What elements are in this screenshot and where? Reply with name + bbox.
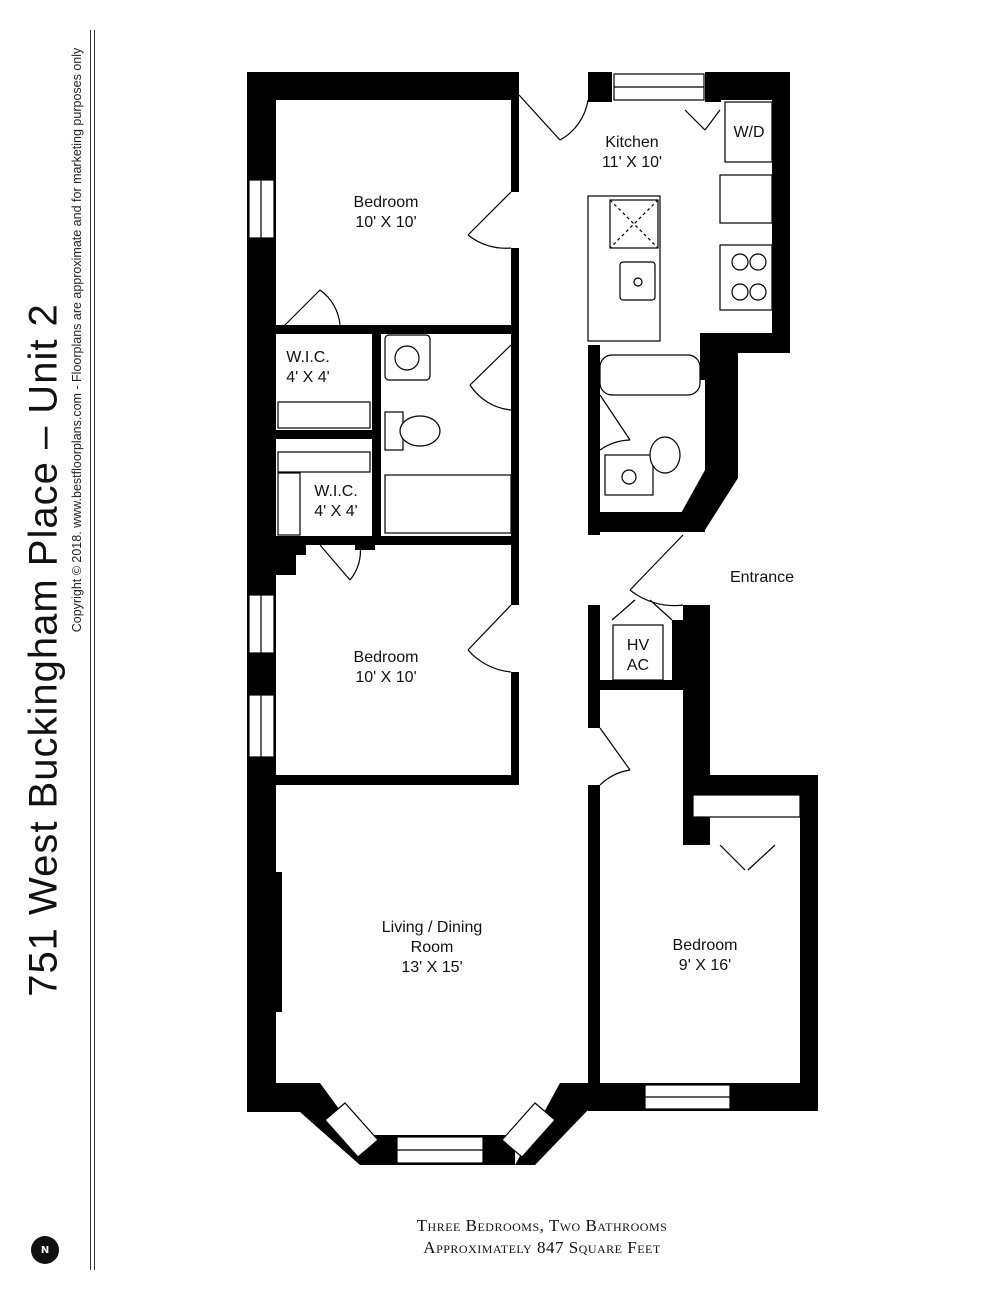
wd-label: W/D <box>733 124 765 141</box>
summary-line-2: Approximately 847 Square Feet <box>423 1238 661 1257</box>
title-rule <box>90 30 91 1270</box>
entrance-label: Entrance <box>729 569 795 586</box>
wic-1-label: W.I.C.4' X 4' <box>286 349 330 386</box>
interior-walls <box>276 72 710 1085</box>
bathtub <box>599 354 701 396</box>
fridge <box>719 174 773 224</box>
windows <box>248 73 731 1164</box>
toilet-1 <box>399 415 441 447</box>
stove <box>719 244 773 311</box>
wic-2-label: W.I.C.4' X 4' <box>314 483 358 520</box>
closet-shelf-1 <box>277 401 371 429</box>
title-rule-inner <box>94 30 95 1270</box>
north-compass-icon: N <box>31 1236 59 1264</box>
doors <box>284 94 776 871</box>
toilet-2 <box>649 436 681 474</box>
washer-dryer <box>724 101 773 163</box>
summary-line-1: Three Bedrooms, Two Bathrooms <box>416 1216 668 1235</box>
hvac-unit <box>612 624 664 681</box>
closet-shelf-3 <box>692 794 801 818</box>
shower <box>384 474 512 534</box>
summary-footer: Three Bedrooms, Two Bathrooms Approximat… <box>417 1215 668 1259</box>
closet-shelf-2 <box>277 451 371 473</box>
exterior-walls <box>247 72 818 1165</box>
fixtures <box>277 101 801 818</box>
